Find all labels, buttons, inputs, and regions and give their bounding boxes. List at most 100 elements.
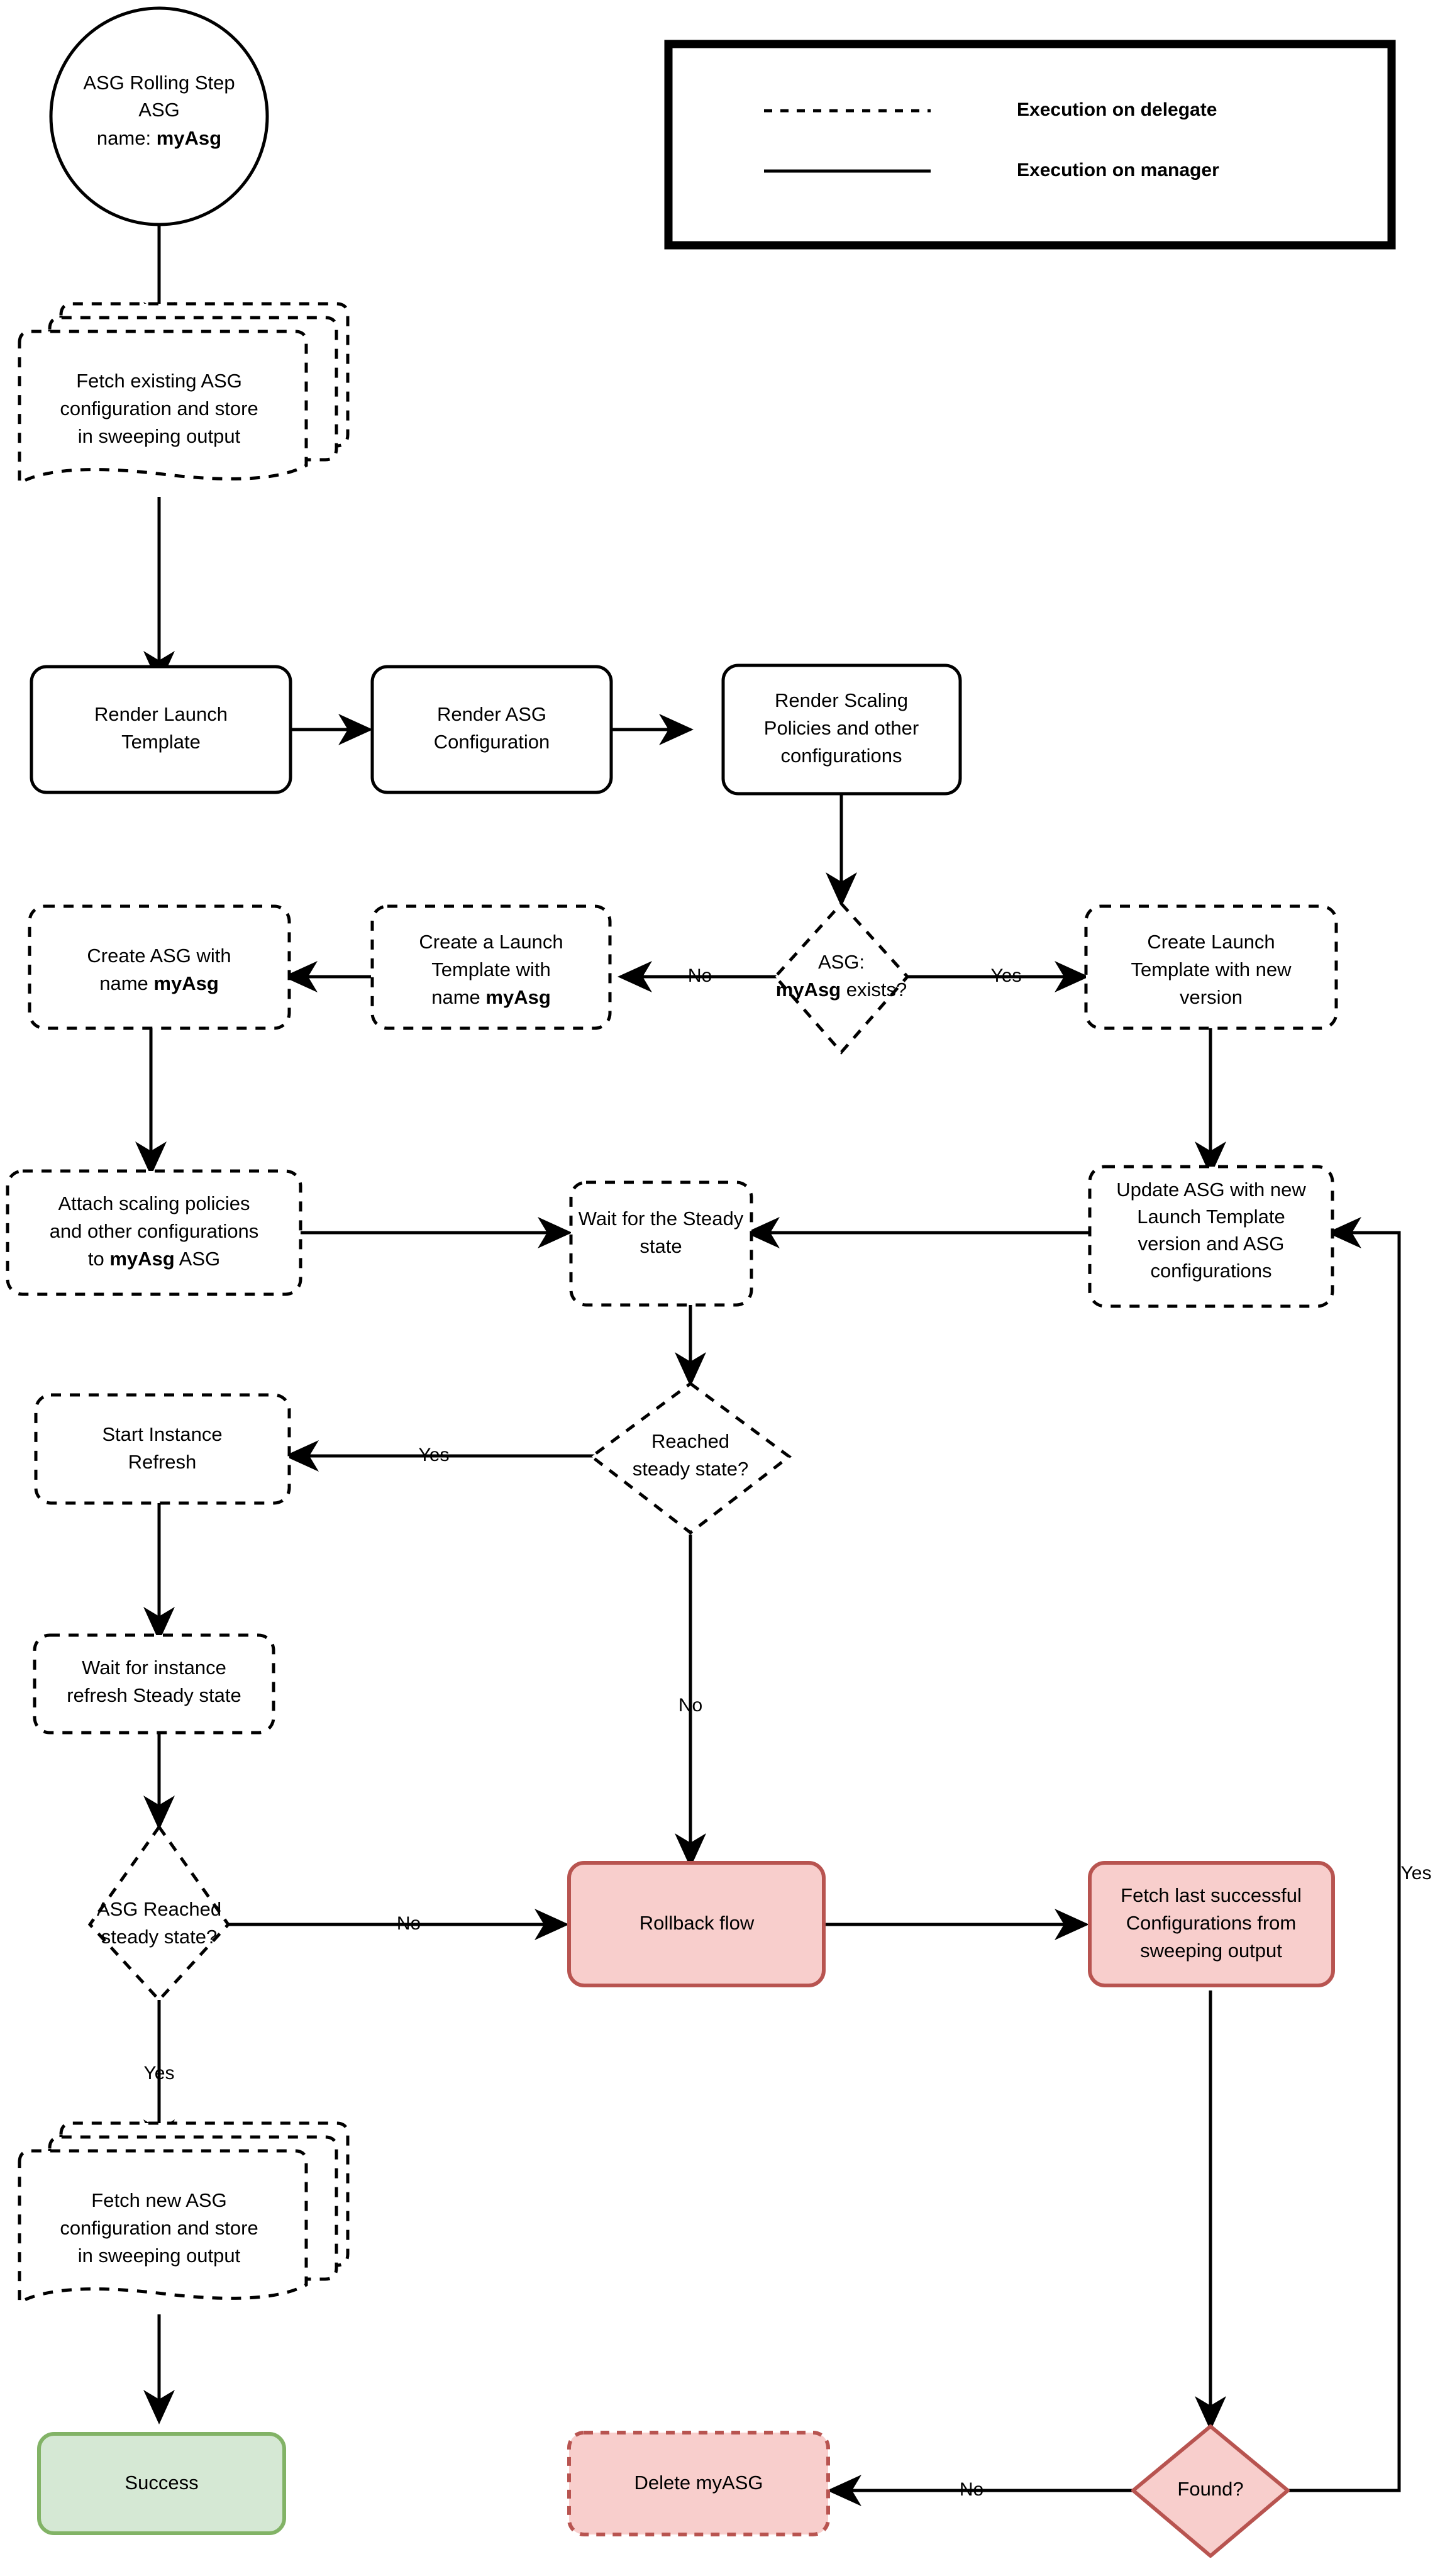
create-launch-template-named-box: [370, 904, 612, 1030]
start-label-line3: name: myAsg: [97, 127, 221, 149]
success-box: [37, 2432, 286, 2535]
legend-box: [664, 40, 1396, 250]
create-lt-named-line2: Template with: [431, 958, 551, 980]
fetch-existing-sheet-front: [18, 330, 308, 486]
success-label: Success: [125, 2472, 198, 2494]
update-asg-box: [1088, 1165, 1334, 1308]
asg-reached-steady-diamond: [87, 1824, 231, 2002]
fetch-new-line3: in sweeping output: [78, 2245, 241, 2267]
fetch-new-line1: Fetch new ASG: [91, 2189, 226, 2211]
fetch-last-line1: Fetch last successful: [1121, 1884, 1302, 1906]
start-instance-refresh-box: [34, 1393, 291, 1505]
update-asg-line3: version and ASG: [1138, 1233, 1285, 1255]
start-instance-refresh-line2: Refresh: [128, 1451, 197, 1473]
rollback-flow-box: [567, 1861, 826, 1987]
update-asg-line2: Launch Template: [1137, 1206, 1285, 1228]
create-asg-box: [28, 904, 291, 1030]
node-create-asg[interactable]: Create ASG with name myAsg: [28, 904, 291, 1030]
fetch-last-line2: Configurations from: [1126, 1912, 1297, 1934]
attach-scaling-line1: Attach scaling policies: [58, 1192, 250, 1214]
start-circle: [49, 6, 269, 226]
render-launch-template-line2: Template: [121, 731, 201, 753]
node-delete-myasg[interactable]: Delete myASG: [567, 2431, 830, 2536]
node-asg-exists-decision[interactable]: ASG: myAsg exists?: [773, 901, 910, 1055]
wait-steady-line1: Wait for the Steady: [579, 1208, 744, 1230]
asg-exists-line2: myAsg exists?: [776, 979, 907, 1001]
create-lt-named-line3: name myAsg: [431, 986, 551, 1008]
node-found-decision[interactable]: Found?: [1131, 2424, 1290, 2558]
rollback-flow-label: Rollback flow: [640, 1912, 755, 1934]
node-start-instance-refresh[interactable]: Start Instance Refresh: [34, 1393, 291, 1505]
fetch-new-sheet-front: [18, 2149, 308, 2306]
edge-label-found-yes: Yes: [1401, 1863, 1432, 1884]
create-lt-new-line2: Template with new: [1131, 958, 1292, 980]
wait-steady-line2: state: [640, 1235, 682, 1257]
node-start[interactable]: ASG Rolling Step ASG name: myAsg: [49, 6, 269, 226]
found-label: Found?: [1177, 2478, 1243, 2500]
render-scaling-line1: Render Scaling: [775, 689, 908, 711]
fetch-existing-label-line3: in sweeping output: [78, 425, 241, 447]
fetch-new-line2: configuration and store: [60, 2217, 258, 2239]
wait-instance-refresh-line2: refresh Steady state: [67, 1684, 241, 1706]
create-lt-new-line1: Create Launch: [1147, 931, 1275, 953]
asg-exists-diamond: [773, 901, 910, 1055]
node-render-scaling-policies[interactable]: Render Scaling Policies and other config…: [721, 663, 962, 796]
fetch-existing-label-line2: configuration and store: [60, 397, 258, 419]
start-label-line2: ASG: [138, 99, 179, 121]
update-asg-line4: configurations: [1150, 1260, 1271, 1282]
found-diamond: [1131, 2424, 1290, 2558]
render-scaling-line3: configurations: [780, 745, 902, 767]
node-asg-reached-steady-decision[interactable]: ASG Reached steady state?: [87, 1824, 231, 2002]
create-lt-new-line3: version: [1180, 986, 1243, 1008]
render-scaling-policies-box: [721, 663, 962, 796]
render-launch-template-box: [30, 665, 292, 794]
edge-label-found-no: No: [960, 2479, 983, 2500]
node-reached-steady-state-decision[interactable]: Reached steady state?: [589, 1381, 792, 1535]
attach-scaling-line2: and other configurations: [50, 1220, 259, 1242]
reached-steady-diamond: [589, 1381, 792, 1535]
node-fetch-existing-asg[interactable]: Fetch existing ASG configuration and sto…: [18, 302, 350, 486]
legend-label-manager: Execution on manager: [1017, 160, 1219, 180]
asg-exists-line1: ASG:: [818, 951, 865, 973]
attach-scaling-box: [6, 1169, 302, 1296]
fetch-last-successful-box: [1088, 1861, 1335, 1987]
legend-label-delegate: Execution on delegate: [1017, 99, 1217, 120]
create-asg-line1: Create ASG with: [87, 945, 231, 967]
fetch-existing-label-line1: Fetch existing ASG: [76, 370, 242, 392]
create-launch-template-new-version-box: [1084, 904, 1338, 1030]
render-asg-configuration-box: [370, 665, 613, 794]
edge-label-asg-reached-yes: Yes: [144, 2063, 175, 2084]
node-attach-scaling-policies[interactable]: Attach scaling policies and other config…: [6, 1169, 302, 1296]
node-create-launch-template-named[interactable]: Create a Launch Template with name myAsg: [370, 904, 612, 1030]
node-render-asg-configuration[interactable]: Render ASG Configuration: [370, 665, 613, 794]
edge-label-asg-exists-yes: Yes: [991, 965, 1022, 986]
delete-myasg-label: Delete myASG: [634, 2472, 763, 2494]
edges: [135, 225, 1401, 2506]
asg-reached-steady-line2: steady state?: [101, 1926, 217, 1948]
node-update-asg[interactable]: Update ASG with new Launch Template vers…: [1088, 1165, 1334, 1308]
node-rollback-flow[interactable]: Rollback flow: [567, 1861, 826, 1987]
fetch-last-line3: sweeping output: [1140, 1940, 1282, 1962]
wait-instance-refresh-box: [33, 1633, 275, 1735]
node-fetch-last-successful[interactable]: Fetch last successful Configurations fro…: [1088, 1861, 1335, 1987]
wait-steady-box: [569, 1180, 753, 1307]
node-wait-for-steady-state[interactable]: Wait for the Steady state: [569, 1180, 753, 1307]
node-wait-instance-refresh[interactable]: Wait for instance refresh Steady state: [33, 1633, 275, 1735]
edge-labels: No Yes Yes No No Yes No Yes: [144, 965, 1432, 2500]
node-create-launch-template-new-version[interactable]: Create Launch Template with new version: [1084, 904, 1338, 1030]
update-asg-line1: Update ASG with new: [1116, 1179, 1306, 1201]
legend: Execution on delegate Execution on manag…: [664, 40, 1396, 250]
node-fetch-new-asg-config[interactable]: Fetch new ASG configuration and store in…: [18, 2121, 350, 2306]
render-asg-configuration-line1: Render ASG: [437, 703, 546, 725]
create-asg-line2: name myAsg: [99, 972, 219, 994]
start-label-line1: ASG Rolling Step: [83, 72, 235, 94]
create-lt-named-line1: Create a Launch: [419, 931, 563, 953]
render-scaling-line2: Policies and other: [764, 717, 919, 739]
node-success[interactable]: Success: [37, 2432, 286, 2535]
edge-label-asg-exists-no: No: [688, 965, 712, 986]
node-render-launch-template[interactable]: Render Launch Template: [30, 665, 292, 794]
wait-instance-refresh-line1: Wait for instance: [82, 1657, 226, 1679]
edge-label-reached-yes: Yes: [419, 1445, 450, 1465]
render-asg-configuration-line2: Configuration: [434, 731, 550, 753]
